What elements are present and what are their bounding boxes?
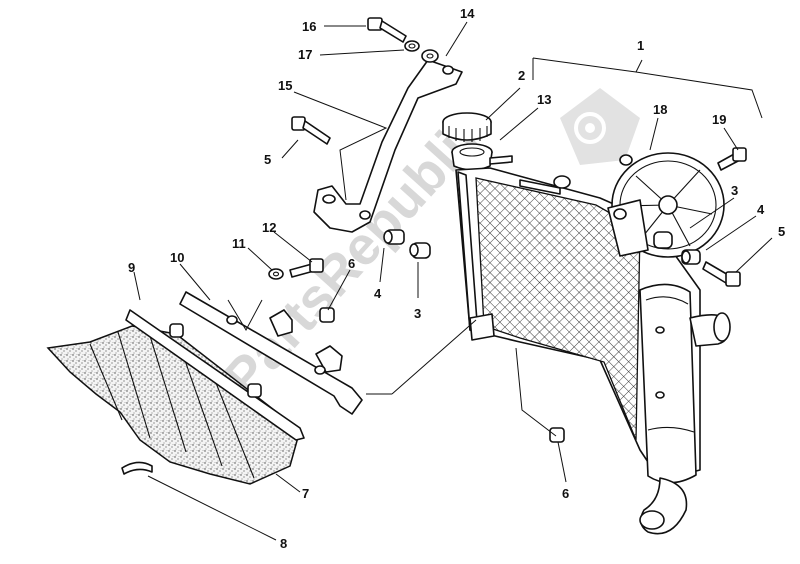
nut-6-left	[319, 307, 335, 323]
bolt-5-upper	[291, 116, 331, 145]
watermark-text: PartsRepublik	[212, 97, 500, 408]
washer-11	[268, 268, 284, 280]
bolt-16	[367, 17, 407, 43]
radiator-cap	[442, 112, 492, 142]
callout-14: 14	[460, 6, 475, 21]
hose-clip	[121, 461, 153, 475]
cooling-fan	[607, 152, 725, 258]
callout-9: 9	[128, 260, 135, 275]
gear-icon	[560, 88, 640, 165]
callout-12: 12	[262, 220, 276, 235]
callout-6-lower: 6	[562, 486, 569, 501]
callout-17: 17	[298, 47, 312, 62]
callout-5-upper: 5	[264, 152, 271, 167]
callout-8: 8	[280, 536, 287, 551]
callout-7: 7	[302, 486, 309, 501]
callout-16: 16	[302, 19, 316, 34]
callout-5-right: 5	[778, 224, 785, 239]
callout-18: 18	[653, 102, 667, 117]
bolt-12	[289, 258, 324, 278]
upper-bracket	[313, 59, 463, 233]
air-deflector	[46, 309, 305, 485]
callout-15: 15	[278, 78, 292, 93]
callout-3-left: 3	[414, 306, 421, 321]
callout-4-left: 4	[374, 286, 382, 301]
callout-13: 13	[537, 92, 551, 107]
washer-17	[404, 40, 420, 52]
spacer-4-right	[681, 249, 701, 265]
filler-neck	[451, 143, 513, 171]
callout-1: 1	[637, 38, 644, 53]
bolt-5-right	[702, 261, 741, 287]
leader-lines	[133, 21, 773, 541]
callout-4-right: 4	[757, 202, 765, 217]
callout-6-left: 6	[348, 256, 355, 271]
callouts: 1 2 13 14 16 17 15 5 18 19 3 4 5 12 11 1…	[128, 6, 785, 551]
grommet-3	[409, 242, 431, 259]
nut-6-lower	[549, 427, 565, 443]
callout-10: 10	[170, 250, 184, 265]
spacer-4	[383, 229, 405, 245]
lower-support-bracket	[179, 291, 363, 415]
callout-11: 11	[232, 236, 246, 251]
callout-3-right: 3	[731, 183, 738, 198]
washer-14	[421, 49, 439, 63]
bolt-19	[717, 147, 747, 171]
callout-2: 2	[518, 68, 525, 83]
grommet-3-right	[653, 231, 673, 249]
callout-19: 19	[712, 112, 726, 127]
